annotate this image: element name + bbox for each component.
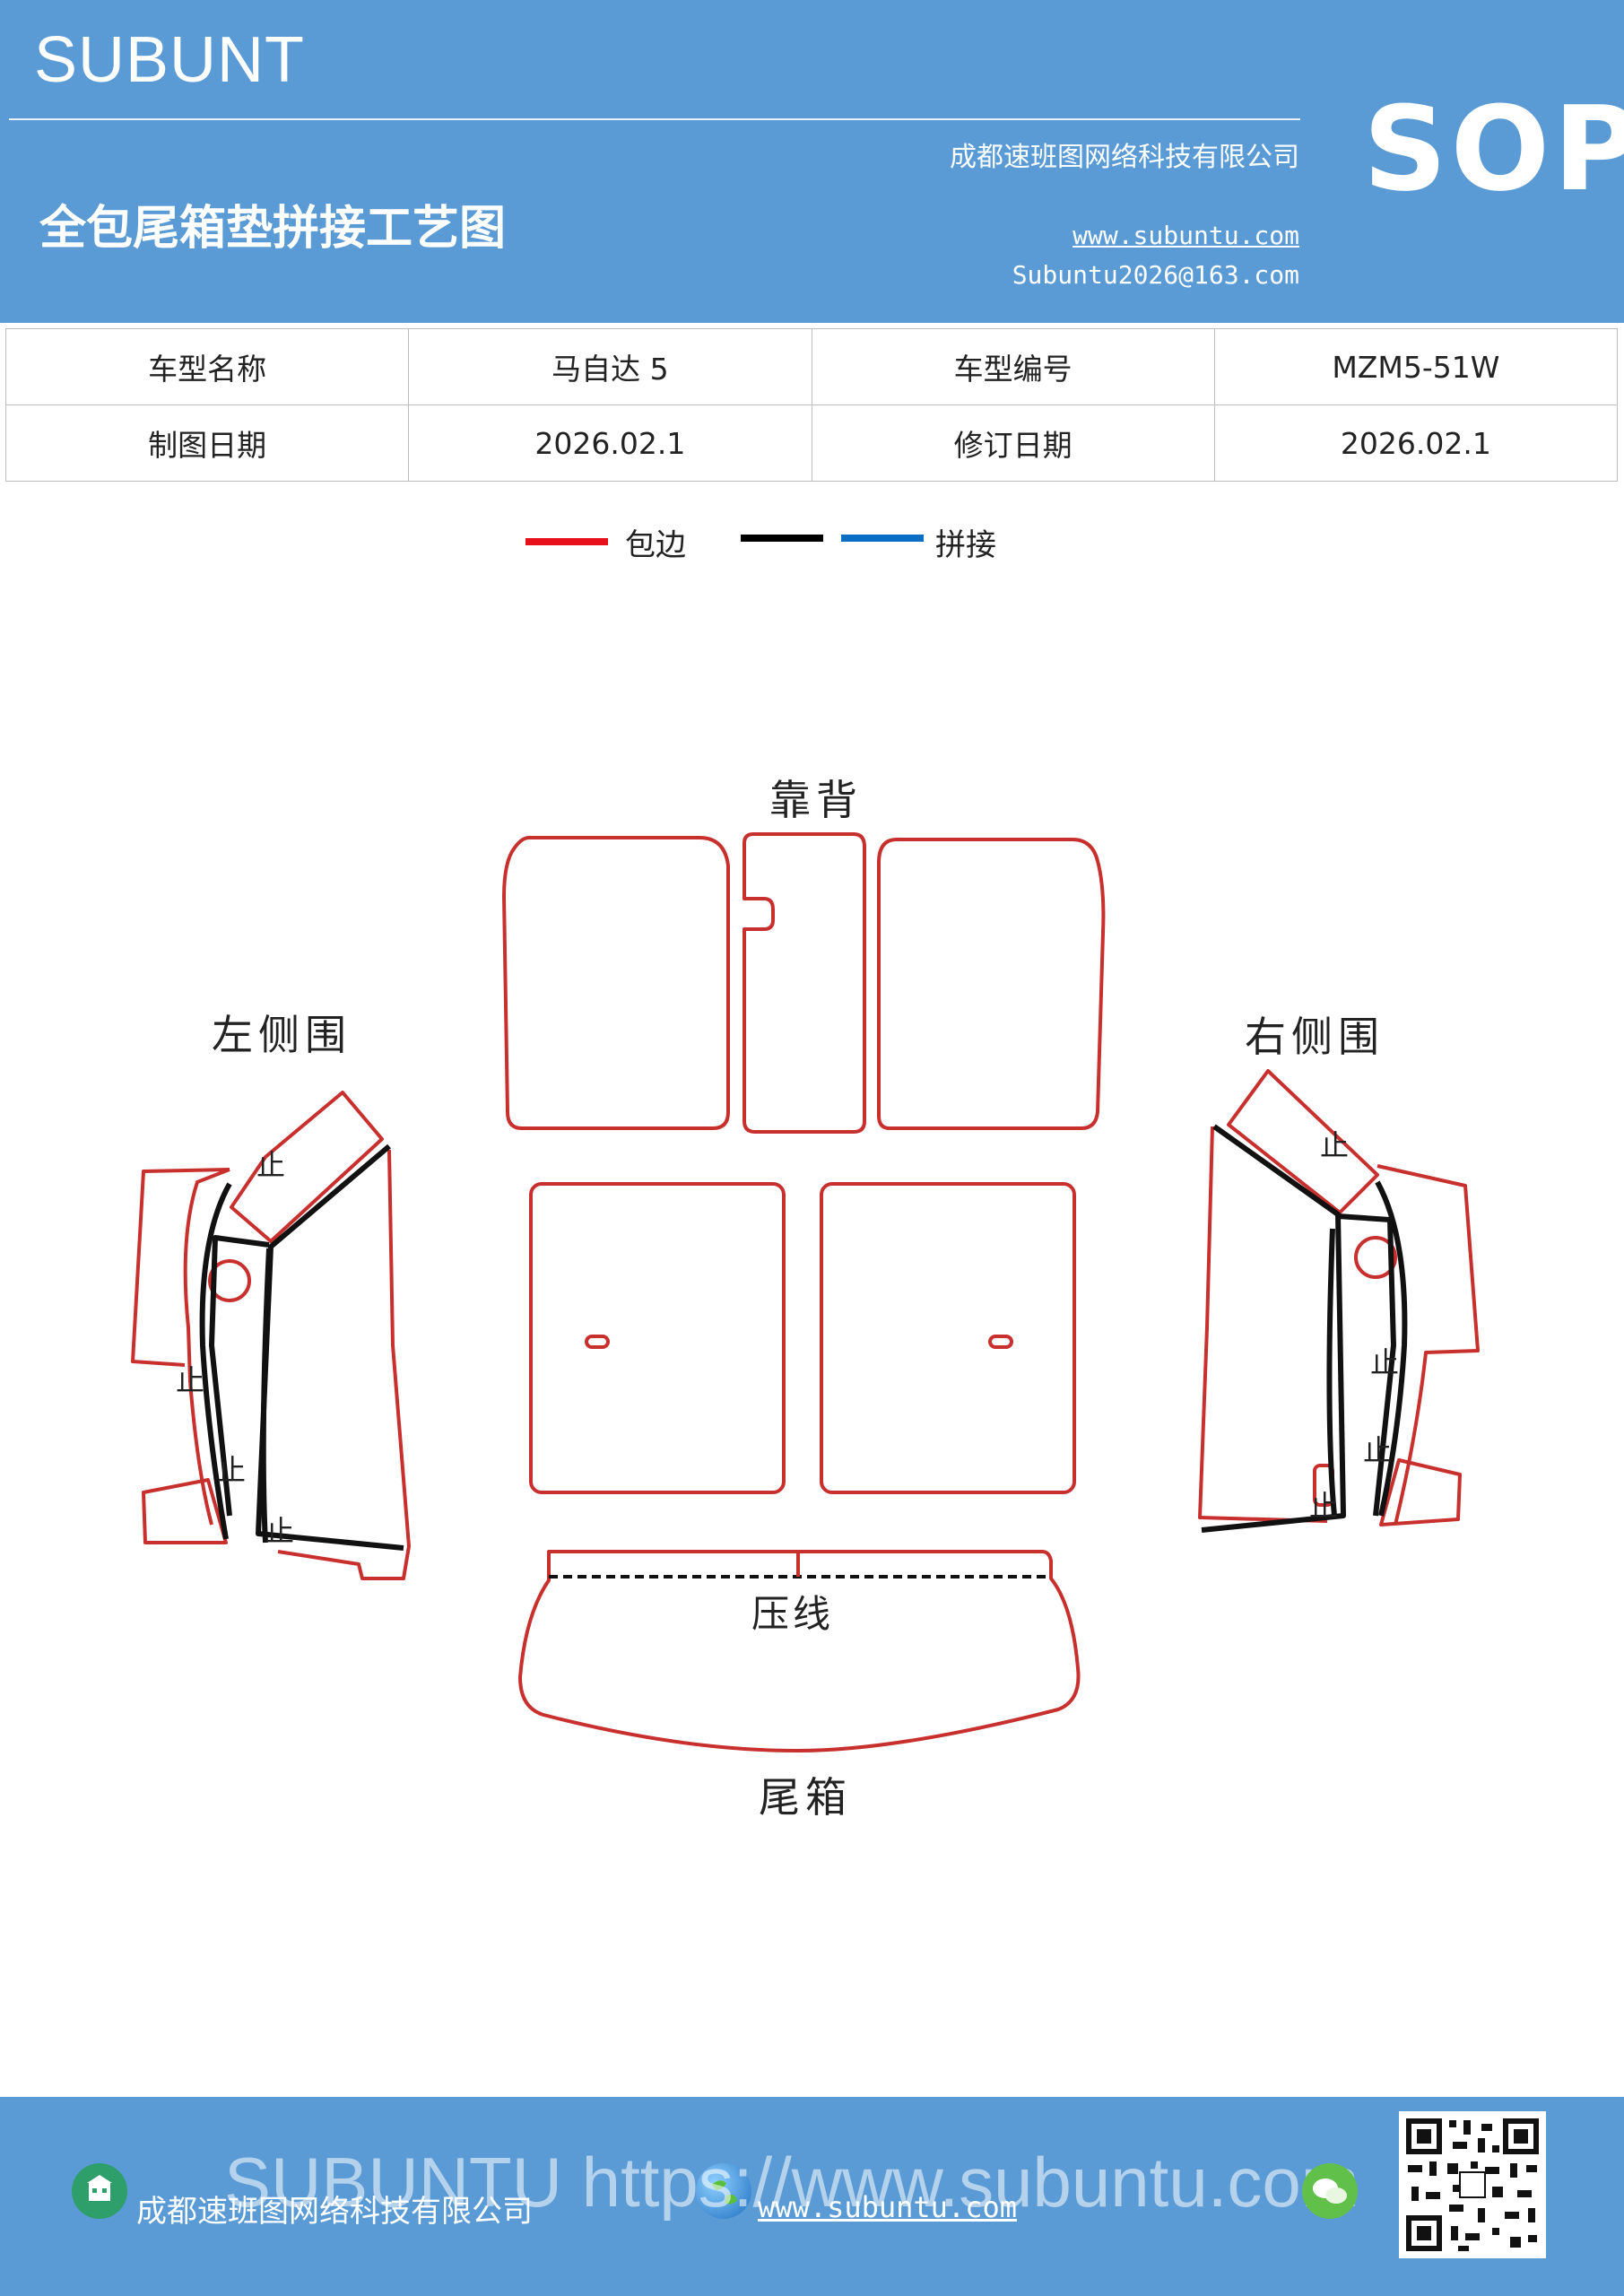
legend-swatch-black: [741, 535, 823, 542]
right-wall-outer-edge: [1376, 1164, 1480, 1526]
seat-left-slot: [585, 1335, 610, 1349]
stop-mark: 止: [1370, 1345, 1399, 1379]
footer-company: 成都速班图网络科技有限公司: [136, 2194, 533, 2230]
backrest-left-panel: [502, 836, 730, 1130]
seat-left-panel: [529, 1182, 786, 1494]
header-banner: SUBUNT 全包尾箱垫拼接工艺图 成都速班图网络科技有限公司 www.subu…: [0, 0, 1624, 323]
backrest-middle-panel: [743, 832, 866, 1134]
right-wall-seam-3: [1337, 1213, 1396, 1517]
table-cell: 修订日期: [811, 404, 1215, 482]
legend: 包边 拼接: [0, 520, 1624, 574]
seat-right-slot: [988, 1335, 1013, 1349]
legend-swatch-seam: [841, 535, 924, 542]
footer-banner: 成都速班图网络科技有限公司 www.subuntu.com SUBUNTU ht…: [0, 2097, 1624, 2296]
company-name: 成都速班图网络科技有限公司: [950, 142, 1299, 173]
left-wall-seam-2: [199, 1182, 232, 1540]
building-icon: [72, 2163, 127, 2219]
wechat-icon: [1302, 2163, 1358, 2219]
stop-mark: 止: [1309, 1489, 1338, 1523]
backrest-right-panel: [877, 838, 1106, 1130]
table-cell: 2026.02.1: [408, 404, 812, 482]
table-row: 车型名称 马自达 5 车型编号 MZM5-51W: [4, 328, 1619, 405]
watermark-text: SUBUNTU https://www.subuntu.com: [224, 2143, 1359, 2222]
website-link[interactable]: www.subuntu.com: [1073, 221, 1299, 250]
footer-website-link[interactable]: www.subuntu.com: [758, 2190, 1017, 2224]
stop-mark: 止: [1363, 1433, 1392, 1467]
left-wall-main-edge: [277, 1149, 411, 1580]
right-wall-seam-1: [1201, 1124, 1346, 1533]
stop-mark: 止: [265, 1514, 294, 1548]
table-cell: 马自达 5: [408, 328, 812, 405]
table-cell: 2026.02.1: [1213, 404, 1619, 482]
sop-badge: SOP: [1363, 81, 1624, 217]
table-cell: 车型名称: [4, 328, 410, 405]
legend-label-binding: 包边: [625, 527, 686, 563]
page-title: 全包尾箱垫拼接工艺图: [39, 201, 507, 256]
label-crease: 压线: [751, 1592, 834, 1636]
left-wall-seam-3: [260, 1248, 272, 1544]
table-cell: MZM5-51W: [1213, 328, 1619, 405]
label-left-wall: 左侧围: [212, 1011, 352, 1059]
right-wall-lower-flap: [1379, 1458, 1462, 1526]
header-divider: [9, 118, 1300, 120]
legend-label-seam: 拼接: [935, 527, 996, 563]
left-wall-hole: [208, 1259, 251, 1302]
left-wall-top-flap: [230, 1091, 384, 1243]
right-wall-hole: [1354, 1236, 1397, 1279]
label-trunk: 尾箱: [759, 1773, 852, 1822]
table-cell: 制图日期: [4, 404, 410, 482]
label-right-wall: 右侧围: [1245, 1013, 1385, 1061]
label-backrest: 靠背: [769, 776, 863, 824]
info-table: 车型名称 马自达 5 车型编号 MZM5-51W 制图日期 2026.02.1 …: [4, 328, 1619, 482]
stop-mark: 止: [256, 1148, 285, 1182]
trunk-floor-panel: [518, 1550, 1081, 1752]
left-wall-outer-edge: [131, 1168, 230, 1526]
table-row: 制图日期 2026.02.1 修订日期 2026.02.1: [4, 404, 1619, 482]
right-wall-seam-4: [1326, 1228, 1337, 1517]
stop-mark: 止: [1320, 1128, 1349, 1162]
stop-mark: 止: [217, 1453, 246, 1487]
right-wall-main-edge: [1198, 1126, 1328, 1523]
left-wall-seam-4: [209, 1235, 270, 1517]
left-wall-lower-flap: [142, 1478, 228, 1544]
stop-mark: 止: [176, 1363, 204, 1397]
globe-icon: [696, 2163, 751, 2219]
table-cell: 车型编号: [811, 328, 1215, 405]
brand-logo: SUBUNT: [34, 24, 306, 96]
left-wall-seam-1: [256, 1144, 404, 1551]
seat-right-panel: [820, 1182, 1076, 1494]
qr-code: [1399, 2111, 1546, 2258]
right-wall-seam-2: [1375, 1180, 1408, 1517]
email-address[interactable]: Subuntu2026@163.com: [1012, 260, 1299, 290]
legend-swatch-binding: [525, 538, 608, 545]
